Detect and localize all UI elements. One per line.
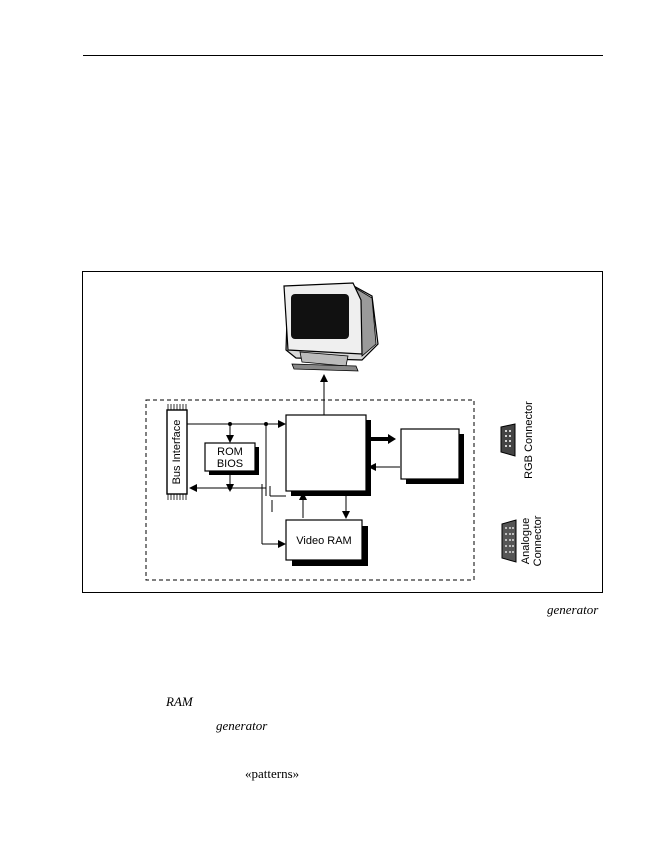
generator-fragment: generator — [216, 718, 268, 733]
analogue-label: Analogue — [520, 518, 532, 565]
monitor-icon — [283, 282, 379, 372]
junction-dots — [228, 422, 268, 490]
connector-label: Connector — [532, 515, 544, 566]
video-ram-block: Video RAM — [285, 519, 368, 566]
ram-fragment: RAM — [166, 694, 193, 709]
bios-label: BIOS — [217, 458, 243, 470]
character-generator-block — [400, 428, 464, 484]
rgb-connector-label: RGB Connector — [523, 401, 535, 479]
rom-label: ROM — [217, 446, 243, 458]
thick-arrow — [366, 434, 396, 444]
analogue-connector-icon — [501, 519, 517, 563]
video-controller-block — [285, 414, 371, 496]
header-rule — [83, 55, 603, 56]
video-ram-label: Video RAM — [296, 535, 351, 547]
bus-interface-block: Bus Interface — [166, 404, 188, 500]
rgb-connector-icon — [500, 423, 516, 457]
caption-fragment: generator — [547, 602, 599, 617]
patterns-fragment: «patterns» — [245, 766, 300, 781]
bus-interface-label: Bus Interface — [171, 420, 183, 485]
rom-bios-block: ROM BIOS — [204, 442, 259, 475]
board-outline — [145, 399, 475, 581]
figure-frame — [82, 271, 603, 593]
